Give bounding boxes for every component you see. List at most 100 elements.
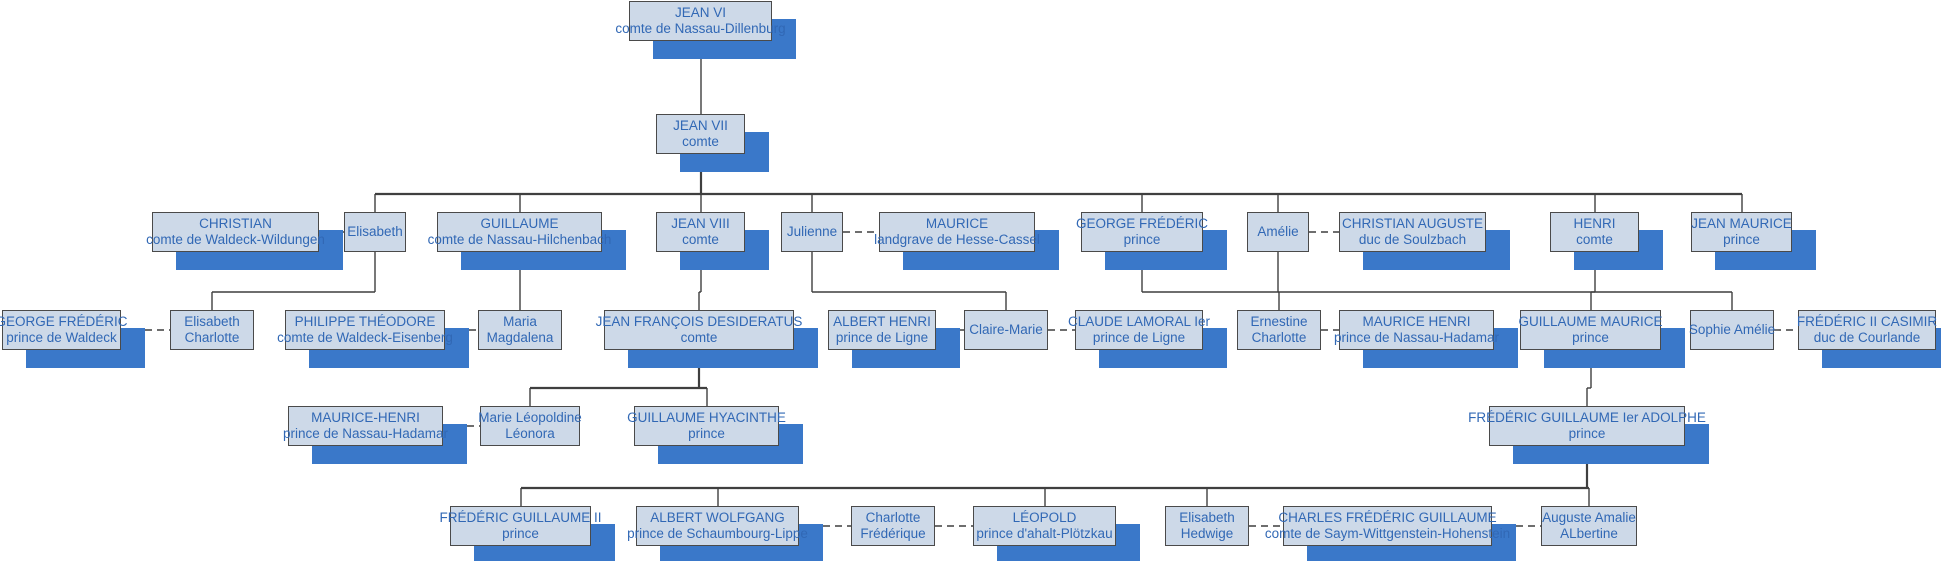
person-name: PHILIPPE THÉODORE <box>294 314 436 330</box>
person-name: MAURICE <box>925 216 989 232</box>
person-name: Elisabeth <box>184 314 240 330</box>
person-title: comte de Waldeck-Wildungen <box>146 232 325 247</box>
person-name: Sophie Amélie <box>1688 322 1776 338</box>
person-name: GEORGE FRÉDÉRIC <box>1076 216 1209 232</box>
person-title: comte de Nassau-Hilchenbach <box>427 232 612 247</box>
person-name: Elisabeth <box>1179 510 1235 526</box>
person-name: JEAN FRANÇOIS DESIDERATUS <box>595 314 803 330</box>
person-name: CHARLES FRÉDÉRIC GUILLAUME <box>1278 510 1497 526</box>
person-title: comte <box>682 134 719 149</box>
person-name: FRÉDÉRIC GUILLAUME Ier ADOLPHE <box>1468 410 1706 426</box>
person-name: MAURICE-HENRI <box>311 410 420 426</box>
person-title: prince de Schaumbourg-Lippe <box>627 526 808 541</box>
person-title: comte <box>682 232 719 247</box>
person-name: Claire-Marie <box>969 322 1043 338</box>
person-name: Ernestine <box>1250 314 1308 330</box>
person-title: prince de Nassau-Hadamar <box>1333 330 1500 345</box>
person-title: prince de Ligne <box>1092 330 1186 345</box>
person-title: Hedwige <box>1180 526 1234 541</box>
person-name: CHRISTIAN <box>199 216 272 232</box>
person-name: FRÉDÉRIC GUILLAUME II <box>439 510 602 526</box>
person-title: comte de Saym-Wittgenstein-Hohenstein <box>1264 526 1511 541</box>
person-name: Maria <box>503 314 537 330</box>
person-node-elisabeth[interactable]: Elisabeth <box>344 212 406 252</box>
person-name: CHRISTIAN AUGUSTE <box>1341 216 1484 232</box>
person-title: landgrave de Hesse-Cassel <box>874 232 1040 247</box>
person-title: prince <box>1568 426 1606 441</box>
person-name: JEAN VIII <box>671 216 730 232</box>
person-name: Auguste Amalie <box>1542 510 1636 526</box>
person-title: comte de Nassau-Dillenburg <box>615 21 786 36</box>
person-title: Frédérique <box>860 526 926 541</box>
person-title: duc de Soulzbach <box>1358 232 1467 247</box>
person-name: ALBERT HENRI <box>833 314 931 330</box>
person-name: FRÉDÉRIC II CASIMIR <box>1796 314 1938 330</box>
person-title: comte de Waldeck-Eisenberg <box>277 330 453 345</box>
person-name: ALBERT WOLFGANG <box>650 510 785 526</box>
person-name: Marie Léopoldine <box>478 410 582 426</box>
person-name: GEORGE FRÉDÉRIC <box>0 314 128 330</box>
person-title: prince d'ahalt-Plötzkau <box>976 526 1113 541</box>
person-title: Magdalena <box>486 330 554 345</box>
person-name: Amélie <box>1257 224 1299 240</box>
person-name: MAURICE HENRI <box>1362 314 1471 330</box>
person-title: comte <box>1576 232 1613 247</box>
person-node-sophie-amelie[interactable]: Sophie Amélie <box>1688 310 1776 350</box>
person-name: JEAN VI <box>674 5 726 21</box>
person-title: ALbertine <box>1560 526 1618 541</box>
person-node-claire-marie[interactable]: Claire-Marie <box>964 310 1048 350</box>
person-name: HENRI <box>1573 216 1616 232</box>
person-title: prince <box>688 426 725 441</box>
person-title: prince de Nassau-Hadamar <box>282 426 449 441</box>
person-title: prince de Ligne <box>835 330 929 345</box>
person-title: comte <box>680 330 718 345</box>
person-title: Charlotte <box>1251 330 1307 345</box>
person-node-amelie[interactable]: Amélie <box>1247 212 1309 252</box>
person-name: JEAN MAURICE <box>1691 216 1792 232</box>
person-name: GUILLAUME <box>480 216 559 232</box>
person-node-julienne[interactable]: Julienne <box>781 212 843 252</box>
person-name: GUILLAUME HYACINTHE <box>627 410 786 426</box>
person-title: prince <box>1572 330 1609 345</box>
person-name: Charlotte <box>865 510 921 526</box>
person-title: prince <box>502 526 539 541</box>
person-name: LÉOPOLD <box>1012 510 1077 526</box>
person-name: GUILLAUME MAURICE <box>1518 314 1663 330</box>
person-name: CLAUDE LAMORAL Ier <box>1067 314 1211 330</box>
person-title: prince <box>1723 232 1760 247</box>
